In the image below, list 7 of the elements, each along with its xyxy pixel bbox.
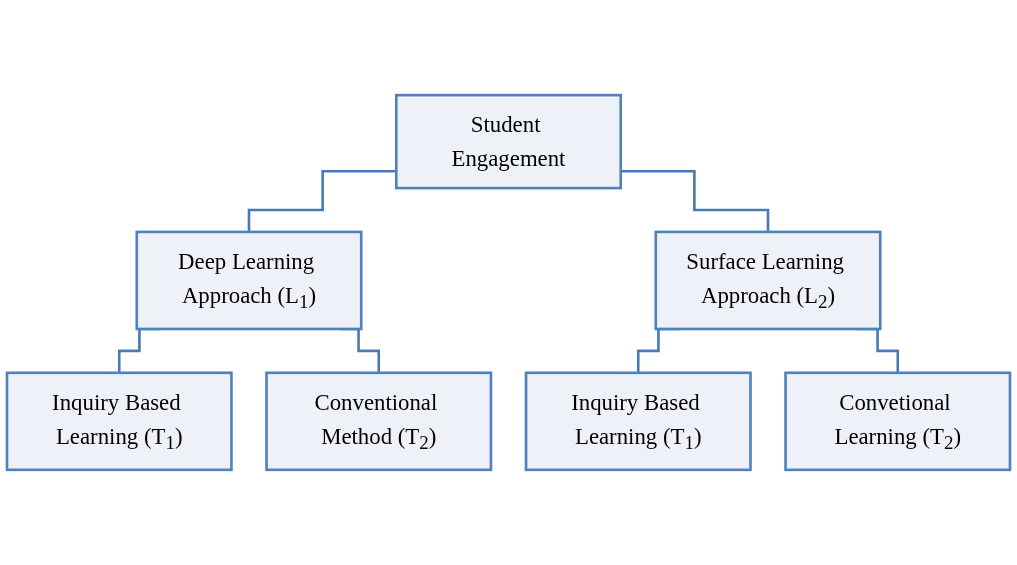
node-box: Inquiry Based Learning (T$_{1}$) (5, 371, 233, 472)
node-box: Conventional Method (T$_{2}$) (265, 371, 493, 472)
node-box: Inquiry Based Learning (T$_{1}$) (524, 371, 752, 472)
node-box: Surface Learning Approach (L$_{2}$) (654, 230, 882, 331)
node-box: Deep Learning Approach (L$_{1}$) (135, 230, 363, 331)
node-box: Student Engagement (394, 93, 623, 190)
node-box: Convetional Learning (T$_{2}$) (784, 371, 1012, 472)
